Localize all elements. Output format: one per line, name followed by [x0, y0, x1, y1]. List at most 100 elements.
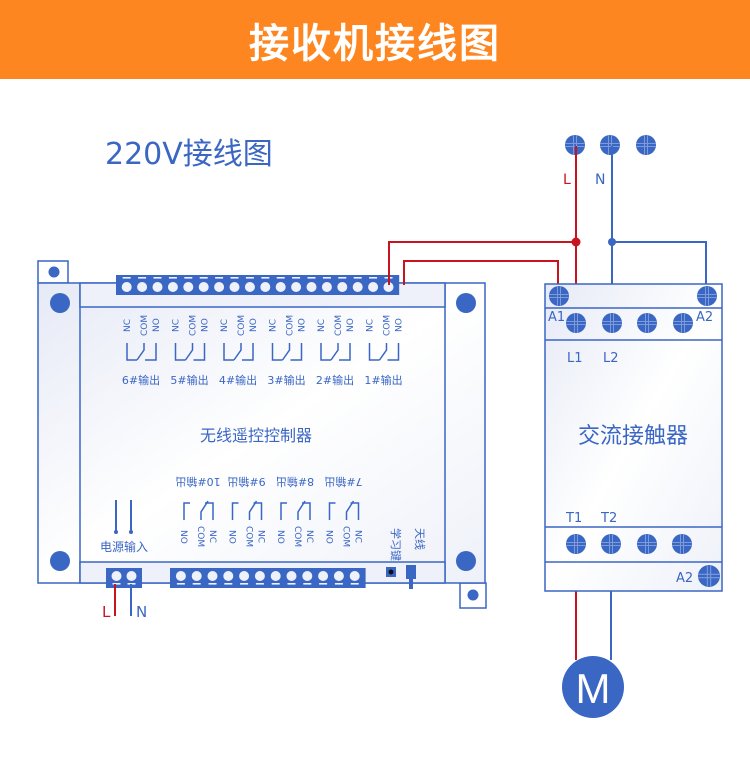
terminal-t3 — [637, 534, 657, 554]
pin-label: NO — [249, 318, 259, 332]
pin-label: COM — [341, 526, 351, 547]
live-junction — [571, 237, 581, 247]
output-label: 4#输出 — [219, 373, 257, 387]
output-label: 2#输出 — [316, 373, 354, 387]
controller-body — [37, 282, 486, 584]
terminal-screw — [368, 282, 379, 292]
terminal-t1 — [566, 534, 586, 554]
output-label: 9#输出 — [227, 475, 265, 489]
terminal-screw — [152, 282, 163, 292]
terminal-l4 — [673, 313, 693, 333]
terminal-screw — [260, 282, 271, 292]
terminal-t2 — [601, 534, 621, 554]
antenna-connector — [406, 565, 416, 579]
power-terminal-block — [106, 568, 142, 588]
pin-label: COM — [237, 315, 247, 336]
learn-key-label: 学习键 — [389, 528, 403, 561]
terminal-screw — [239, 571, 250, 581]
pin-label: COM — [140, 315, 150, 336]
terminal-screw — [191, 571, 202, 581]
terminal-screw — [349, 571, 360, 581]
pin-label: NC — [317, 319, 327, 332]
pin-label: NO — [201, 318, 211, 332]
terminal-a2-bottom — [698, 565, 720, 587]
terminal-screw — [126, 571, 137, 581]
pin-label: NC — [304, 530, 314, 543]
output-label: 10#输出 — [175, 475, 220, 489]
terminal-l2 — [602, 313, 622, 333]
terminal-screw — [333, 571, 344, 581]
antenna-label: 天线 — [413, 528, 427, 550]
terminal-screw — [337, 282, 348, 292]
terminal-screw — [207, 571, 218, 581]
mount-hole — [456, 293, 476, 313]
supply-terminal-3 — [636, 135, 656, 155]
controller-name: 无线遥控控制器 — [200, 426, 312, 445]
terminal-screw — [223, 571, 234, 581]
pin-label: NO — [178, 530, 188, 544]
no-to-a1-wire — [403, 260, 559, 295]
terminal-t4 — [672, 534, 692, 554]
terminal-screw — [214, 282, 225, 292]
l1-label: L1 — [567, 351, 583, 366]
output-label: 6#输出 — [122, 373, 160, 387]
pin-label: NC — [172, 319, 182, 332]
a1-label: A1 — [548, 310, 565, 325]
header-banner: 接收机接线图 — [0, 0, 750, 79]
terminal-screw — [229, 282, 240, 292]
neutral-junction — [608, 238, 616, 246]
a2-bottom-label: A2 — [676, 571, 693, 586]
bottom-terminal-block — [170, 568, 366, 588]
supply-terminal-n — [600, 135, 620, 155]
terminal-screw — [121, 282, 132, 292]
pin-label: COM — [286, 315, 296, 336]
terminal-screw — [198, 282, 209, 292]
terminal-screw — [291, 282, 302, 292]
terminal-l3 — [637, 313, 657, 333]
supply-neutral-label: N — [595, 172, 605, 188]
supply-live-label: L — [563, 172, 571, 188]
terminal-screw — [321, 282, 332, 292]
neutral-to-a2-wire — [612, 241, 707, 295]
output-label: 1#输出 — [364, 373, 402, 387]
terminal-screw — [306, 282, 317, 292]
terminal-screw — [302, 571, 313, 581]
pin-label: NO — [395, 318, 405, 332]
mount-hole — [50, 293, 70, 313]
t2-label: T2 — [600, 511, 617, 526]
terminal-strip — [170, 568, 366, 588]
motor — [562, 656, 624, 718]
terminal-screw — [275, 282, 286, 292]
output-label: 7#输出 — [324, 475, 362, 489]
pin-label: NC — [123, 319, 133, 332]
pin-label: COM — [195, 526, 205, 547]
pin-label: NC — [207, 530, 217, 543]
pin-label: NC — [220, 319, 230, 332]
power-neutral-label: N — [136, 603, 147, 621]
terminal-l1 — [566, 313, 586, 333]
pin-label: NC — [366, 319, 376, 332]
terminal-screw — [318, 571, 329, 581]
terminal-a2 — [697, 286, 717, 306]
pin-label: NO — [227, 530, 237, 544]
pin-label: NO — [346, 318, 356, 332]
terminal-screw — [383, 282, 394, 292]
terminal-screw — [111, 571, 122, 581]
terminal-screw — [244, 282, 255, 292]
motor-label: M — [576, 665, 611, 712]
pin-label: NC — [256, 530, 266, 543]
